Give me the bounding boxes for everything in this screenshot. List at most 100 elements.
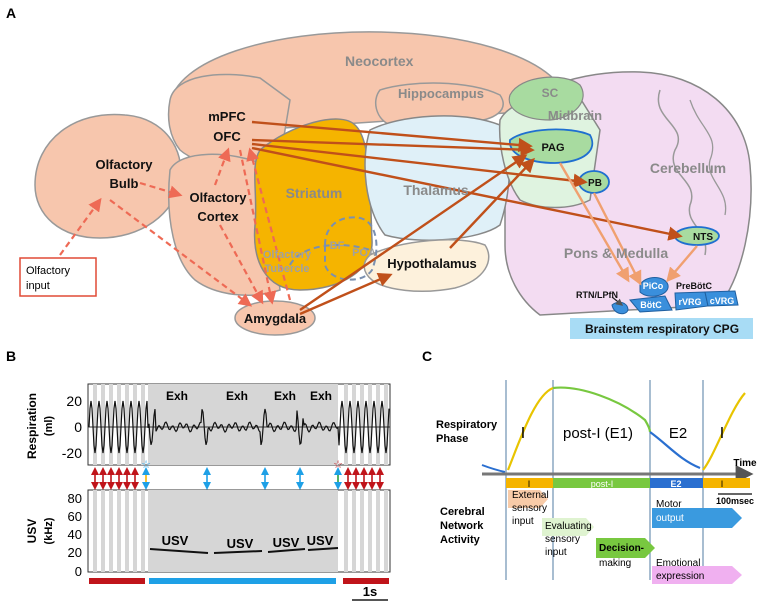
bar-e2: [650, 478, 703, 488]
thalamus-label: Thalamus: [403, 182, 469, 198]
usv-traces: [149, 547, 339, 554]
exh-label-2: Exh: [226, 389, 248, 403]
inspiration-stripe: [125, 490, 129, 572]
evaluating-label-2: sensory: [545, 534, 580, 545]
sc-shape: [508, 76, 584, 121]
poa-label: POA: [352, 247, 376, 259]
inspiration-curve-right: [702, 392, 746, 471]
exh-label-3: Exh: [274, 389, 296, 403]
nts-label: NTS: [693, 232, 713, 243]
mpfc-label: mPFC: [208, 109, 246, 124]
pag-label: PAG: [541, 142, 564, 154]
usv-period-band-bottom: [148, 490, 338, 572]
inspiration-stripe: [109, 384, 113, 465]
respiration-trace: [88, 400, 390, 454]
cerebral-label-2: Network: [440, 520, 484, 532]
time-label: Time: [733, 458, 757, 469]
hypothalamus-shape: [363, 239, 490, 292]
striatum-label: Striatum: [286, 185, 343, 201]
pb-to-cpg-arrow: [592, 192, 642, 286]
olfactory-tubercle-label-1: Olfactory: [263, 249, 312, 261]
dashed-pathways: [59, 147, 292, 307]
bar-e2-label: E2: [670, 479, 681, 489]
inspiration-stripe: [384, 384, 388, 465]
rvrg-label: rVRG: [678, 297, 701, 307]
inspiration-stripe: [376, 490, 380, 572]
cerebral-label-3: Activity: [440, 534, 481, 546]
panel-b-letter: B: [6, 348, 16, 364]
usv-label-3: USV: [273, 535, 300, 550]
input-to-bulb-arrow: [59, 197, 102, 256]
amygdala-to-mpfc-arrow: [246, 147, 292, 301]
phase-i-left: I: [521, 425, 525, 442]
rtn-pointer: [611, 296, 624, 306]
inspiration-stripe: [352, 384, 356, 465]
respiration-ylabel: Respiration: [25, 393, 39, 459]
exh-label-4: Exh: [310, 389, 332, 403]
olfactory-input-line2: input: [26, 280, 50, 292]
olfactory-tubercle-label-2: Tubercle: [264, 263, 309, 275]
panel-c-letter: C: [422, 348, 432, 364]
neocortex-label: Neocortex: [345, 53, 414, 69]
evaluating-label-1: Evaluating: [545, 521, 592, 532]
normal-breathing-bar-left: [89, 578, 145, 584]
pag-to-cpg-arrow: [558, 162, 630, 283]
inspiration-stripe: [368, 490, 372, 572]
evaluating-arrow: [542, 518, 594, 536]
cortex-to-amygdala-arrow: [219, 224, 264, 305]
inspiration-stripe: [344, 490, 348, 572]
usv-trace-2: [213, 550, 263, 554]
inspiration-stripes-top: [93, 384, 388, 465]
scale-bar-label: 1s: [363, 584, 377, 599]
inspiration-stripe: [352, 490, 356, 572]
olfactory-cortex-label-2: Cortex: [197, 209, 239, 224]
bar-i: [506, 478, 553, 488]
inspiration-stripe: [133, 384, 137, 465]
inspiration-stripe: [384, 490, 388, 572]
cpg-box: [570, 318, 753, 339]
e2-curve: [649, 431, 701, 470]
normal-breathing-bar-right: [343, 578, 389, 584]
decision-arrow: [596, 538, 655, 558]
nts-to-cpg-arrow: [666, 245, 698, 283]
phase-post-i: post-I (E1): [563, 425, 633, 442]
hypothalamus-to-pag-arrow: [449, 157, 535, 249]
phase-i-right: I: [720, 425, 724, 442]
olfactory-bulb-label-2: Bulb: [110, 176, 139, 191]
cortex-to-ofc-arrow: [213, 147, 231, 186]
inspiration-stripe: [360, 384, 364, 465]
bulb-to-cortex-arrow: [139, 181, 183, 199]
bar-post-i: [553, 478, 650, 488]
breath-arrow-row: [91, 467, 384, 490]
pons-medulla-label: Pons & Medulla: [564, 245, 668, 261]
ofc-to-amygdala-arrow: [238, 149, 277, 305]
cvrg-label: cVRG: [710, 296, 735, 306]
inspiration-stripe: [376, 384, 380, 465]
inspiration-stripe: [141, 490, 145, 572]
amygdala-label: Amygdala: [244, 311, 307, 326]
phase-e2: E2: [669, 425, 687, 442]
cpg-label: Brainstem respiratory CPG: [585, 322, 739, 336]
panel-a-letter: A: [6, 5, 16, 21]
usv-tick-20: 20: [68, 545, 82, 560]
decision-label-1: Decision-: [599, 543, 644, 554]
ofc-to-pag-arrow: [251, 138, 535, 157]
usv-trace-4: [307, 547, 339, 551]
star-marker-blue: ☆: [141, 459, 151, 471]
bar-i-label: I: [528, 479, 531, 489]
motor-label-2: output: [656, 513, 684, 524]
emotional-arrow: [652, 566, 742, 584]
hippocampus-label: Hippocampus: [398, 86, 484, 101]
olfactory-bulb-shape: [34, 113, 182, 239]
amygdala-to-pag-arrow: [299, 154, 528, 311]
usv-label-4: USV: [307, 533, 334, 548]
motor-output-arrow: [652, 508, 742, 528]
botc-shape: [629, 295, 673, 313]
bar-i2: [703, 478, 750, 488]
bar-post-i-label: post-I: [591, 479, 614, 489]
rtn-label: RTN/LPfN: [576, 290, 618, 300]
usv-tick-40: 40: [68, 527, 82, 542]
cvrg-shape: [704, 290, 739, 307]
pico-label: PiCo: [643, 281, 664, 291]
